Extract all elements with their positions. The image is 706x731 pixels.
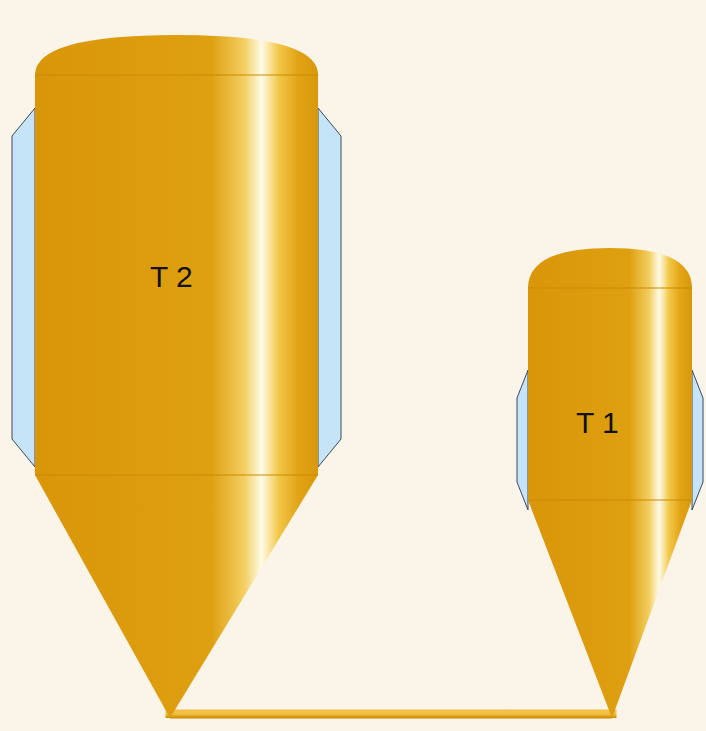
cooling-jacket [12, 108, 35, 467]
tank-dome [528, 248, 692, 288]
cooling-jacket [318, 108, 341, 467]
cooling-jacket [517, 370, 528, 510]
seam [528, 500, 692, 501]
tank: T 1 [514, 245, 706, 722]
tank-label: T 2 [150, 262, 193, 292]
tank-cone [528, 500, 692, 718]
tank-body [35, 75, 318, 475]
tank-label: T 1 [576, 408, 619, 438]
tank-outline [8, 30, 346, 722]
seam [35, 75, 318, 76]
pipe [170, 714, 612, 718]
tank-body [528, 288, 692, 500]
cooling-jacket [692, 370, 703, 510]
seam [528, 288, 692, 289]
tank: T 2 [8, 30, 346, 722]
tank-cone [35, 475, 318, 718]
tank-dome [35, 35, 318, 75]
seam [35, 475, 318, 476]
tank-outline [514, 245, 706, 722]
